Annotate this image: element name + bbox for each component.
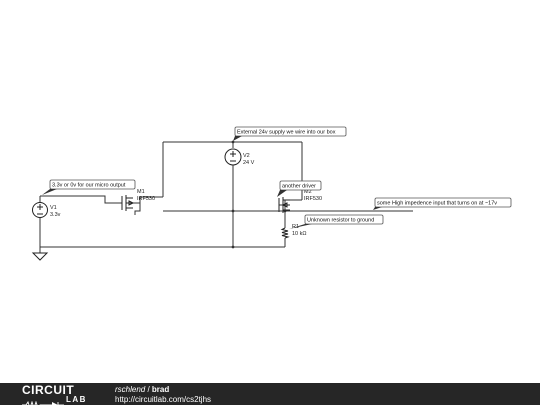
m1-model: IRF530	[137, 196, 155, 202]
circuit-owner: rschlend / brad	[115, 385, 169, 394]
ground-symbol[interactable]	[31, 252, 49, 261]
junction-dot	[231, 209, 235, 213]
m2-mosfet[interactable]: M2 IRF530	[278, 189, 322, 213]
note-driver[interactable]: another driver	[277, 180, 322, 197]
logo-lab: LAB	[66, 395, 87, 404]
note-resistor[interactable]: Unknown resistor to ground	[289, 214, 384, 229]
owner-separator: /	[145, 385, 152, 394]
note-supply-text: External 24v supply we wire into our box	[237, 130, 336, 136]
m1-label: M1	[137, 189, 145, 195]
owner-username[interactable]: rschlend	[115, 385, 146, 394]
v2-source[interactable]: V2 24 V	[224, 148, 255, 166]
v1-value: 3.3v	[50, 212, 61, 218]
m2-model: IRF530	[304, 196, 322, 202]
note-resistor-text: Unknown resistor to ground	[307, 218, 374, 224]
logo-wordmark: CIRCUIT	[22, 383, 75, 397]
note-micro-text: 3.3v or 0v for our micro output	[52, 183, 126, 189]
v1-label: V1	[50, 205, 57, 211]
junction-dot	[231, 140, 235, 144]
footer-bar: CIRCUIT LAB rschlend / brad http://circu…	[0, 383, 540, 410]
circuit-url[interactable]: http://circuitlab.com/cs2tjhs	[115, 395, 212, 404]
note-supply[interactable]: External 24v supply we wire into our box	[233, 126, 347, 141]
note-input[interactable]: some High impedence input that turns on …	[373, 197, 512, 210]
logo-lab-row: LAB	[22, 395, 97, 410]
note-driver-text: another driver	[282, 184, 316, 190]
junction-dot	[231, 245, 235, 249]
r1-resistor[interactable]: R1 10 kΩ	[280, 224, 307, 239]
circuitlab-logo[interactable]: CIRCUIT LAB	[22, 383, 97, 410]
note-micro[interactable]: 3.3v or 0v for our micro output	[42, 179, 136, 195]
wires	[39, 141, 413, 253]
v1-source[interactable]: V1 3.3v	[32, 202, 61, 219]
schematic-canvas: V1 3.3v V2 24 V M1 IRF530 M2 IRF530 R1 1…	[31, 126, 512, 261]
r1-value: 10 kΩ	[292, 231, 307, 237]
m2-label: M2	[304, 189, 312, 195]
m1-mosfet[interactable]: M1 IRF530	[121, 189, 155, 211]
v2-value: 24 V	[243, 160, 255, 166]
circuit-name[interactable]: brad	[151, 385, 170, 394]
v2-label: V2	[243, 153, 250, 159]
note-input-text: some High impedence input that turns on …	[377, 201, 497, 207]
